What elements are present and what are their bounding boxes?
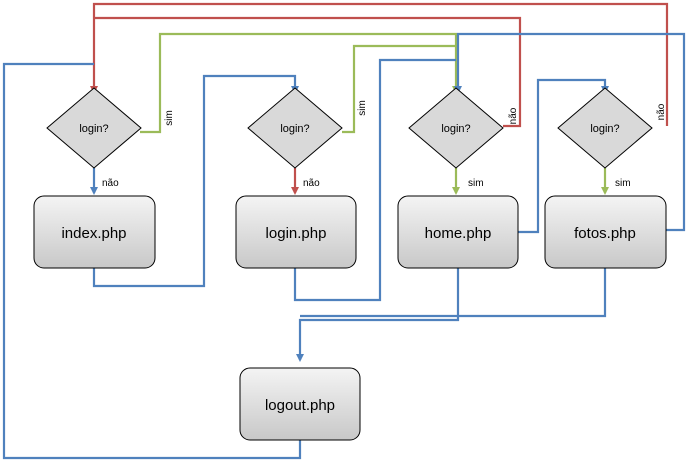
edge-fotos-to-logout [300, 268, 607, 318]
edge-login-to-home [293, 58, 456, 302]
decision-diamond-shape [408, 87, 504, 169]
edge-logout-to-index [2, 62, 302, 460]
node-box-shape [235, 195, 357, 269]
decision-login-label: login? [280, 123, 309, 135]
edge-label-home-nao: não [508, 107, 519, 124]
edge-index-sim-to-home [140, 32, 460, 134]
node-box-shape [33, 195, 156, 269]
edge-label-fotos-nao: não [656, 103, 667, 120]
node-logout: logout.php [239, 367, 361, 441]
connectors [2, 2, 686, 460]
edge-home-to-logout [296, 268, 460, 362]
decision-index-label: login? [79, 123, 108, 135]
node-box-shape [239, 367, 361, 441]
edge-label-login-sim: sim [357, 100, 368, 116]
node-box-shape [397, 195, 519, 269]
decision-home-label: login? [441, 123, 470, 135]
node-index-label: index.php [61, 225, 126, 242]
node-fotos-label: fotos.php [574, 225, 636, 242]
edge-label-home-sim: sim [468, 178, 484, 189]
edge-label-index-nao: não [102, 178, 119, 189]
decision-login: login? [247, 87, 343, 169]
decision-diamond-shape [46, 87, 142, 169]
edge-fotos-nao-to-index [90, 2, 669, 126]
decision-fotos-label: login? [590, 123, 619, 135]
edge-index-to-login [92, 74, 299, 288]
edge-login-sim-to-home [342, 44, 456, 134]
decision-index: login? [46, 87, 142, 169]
decision-diamond-shape [247, 87, 343, 169]
edge-label-login-nao: não [303, 178, 320, 189]
node-login-label: login.php [266, 225, 327, 242]
edge-label-index-sim: sim [164, 110, 175, 126]
edge-fotos-to-home [454, 32, 686, 232]
decision-diamond-shape [557, 87, 653, 169]
edge-home-nao-to-index [94, 16, 522, 128]
node-login: login.php [235, 195, 357, 269]
node-logout-label: logout.php [265, 397, 335, 414]
node-fotos: fotos.php [544, 195, 667, 269]
decision-home: login? [408, 87, 504, 169]
decision-fotos: login? [557, 87, 653, 169]
node-index: index.php [33, 195, 156, 269]
node-box-shape [544, 195, 667, 269]
node-home: home.php [397, 195, 519, 269]
node-home-label: home.php [425, 225, 492, 242]
edge-label-fotos-sim: sim [615, 178, 631, 189]
edge-home-to-fotos [518, 78, 609, 234]
